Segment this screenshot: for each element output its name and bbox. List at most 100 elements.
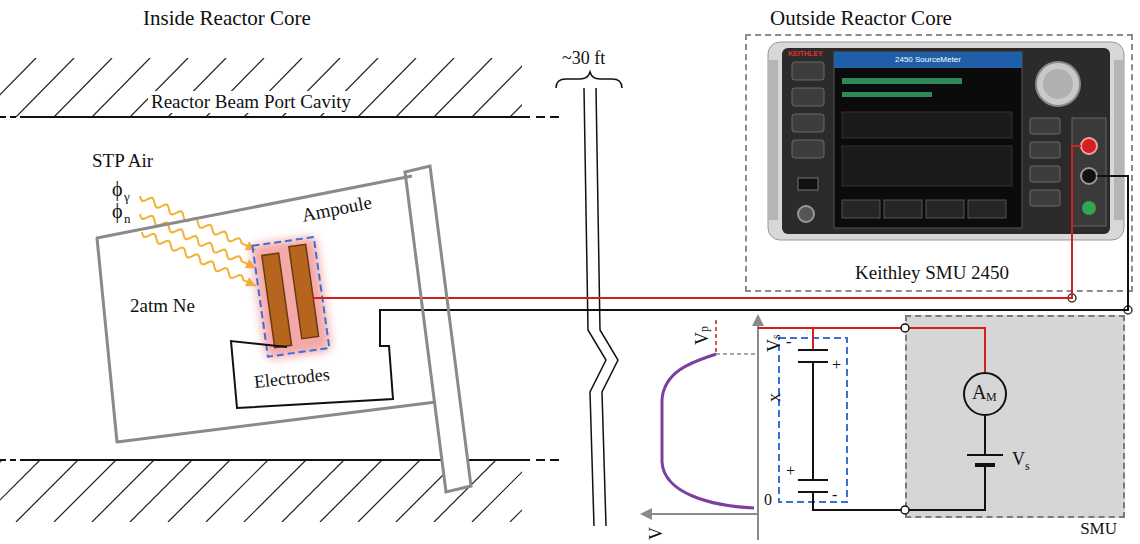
sheath-capacitor <box>758 328 905 510</box>
smu-box: SMUAM <box>905 315 1125 518</box>
flux-subscript: γ <box>124 190 130 205</box>
hatch-line <box>0 460 2 522</box>
terminal-dot <box>901 506 909 514</box>
ampoule-vessel-shapes <box>97 166 471 492</box>
electrode-assembly-shapes <box>231 236 400 408</box>
hatch-line <box>472 460 522 522</box>
front-button <box>1030 142 1060 158</box>
gas-label: 2atm Ne <box>130 295 195 317</box>
flux-arrowhead <box>245 277 256 286</box>
potential-guide <box>715 320 717 354</box>
electrode-plate <box>289 244 319 338</box>
front-button <box>792 88 824 106</box>
cavity-wall <box>20 116 530 118</box>
signal-wire <box>400 292 1072 298</box>
front-button <box>792 62 824 80</box>
ground-wire <box>400 292 1128 310</box>
instrument-frame <box>768 42 1124 240</box>
display-softkey <box>968 200 1006 218</box>
front-button <box>1030 118 1060 134</box>
ampoule-vessel: Ampoule2atm NeElectrodes <box>88 158 480 500</box>
smu-label: SMU <box>1080 519 1117 539</box>
terminal-panel <box>1072 118 1106 226</box>
hatch-line <box>92 58 150 117</box>
battery-plate <box>967 454 1003 456</box>
medium-label: STP Air <box>92 150 153 172</box>
flux-subscript: n <box>124 212 131 227</box>
hatch-line <box>54 58 112 117</box>
source-voltage-symbol: V <box>764 339 785 352</box>
sheath-outline <box>252 237 329 357</box>
flux-symbol: ϕ <box>112 200 123 223</box>
axis-label: V <box>646 527 667 540</box>
distance-label: ~30 ft <box>562 48 605 69</box>
part-label: Electrodes <box>253 364 331 393</box>
hatch-line <box>16 58 74 117</box>
region-heading: Outside Reactor Core <box>770 6 952 30</box>
hatch-line <box>206 58 264 117</box>
axis-line <box>650 513 758 515</box>
cavity-wall-dashes <box>0 459 16 461</box>
hatch-line <box>168 460 230 522</box>
wall-hatching <box>0 58 522 117</box>
power-button <box>798 206 814 222</box>
display-softkey <box>842 200 880 218</box>
ground-wire <box>1097 176 1128 292</box>
potential-guide <box>716 353 756 355</box>
axis-line <box>757 324 759 540</box>
hatch-line <box>54 460 116 522</box>
cavity-wall-dashes <box>536 459 562 461</box>
force-lo-terminal <box>1081 168 1097 184</box>
hatch-line <box>0 58 36 117</box>
hatch-line <box>0 460 40 522</box>
polarity-sign: - <box>832 486 837 504</box>
display-reading <box>842 92 932 97</box>
instrument-grip <box>1114 60 1124 220</box>
cavity-wall-dashes <box>0 116 16 118</box>
control-knob <box>1036 62 1080 106</box>
front-button <box>1030 166 1060 182</box>
electrode-holder <box>231 310 400 408</box>
polarity-sign: - <box>786 333 791 351</box>
hatch-line <box>282 58 340 117</box>
display-panel <box>842 146 1012 186</box>
flux-wave <box>142 232 256 286</box>
signal-wire <box>905 328 985 373</box>
flange-fill <box>405 166 471 492</box>
hatch-line <box>16 460 78 522</box>
terminal-dot <box>901 324 909 332</box>
axis-origin: 0 <box>764 491 772 509</box>
instrument-grip <box>768 60 778 220</box>
hatch-line <box>244 58 302 117</box>
circuit-wire <box>905 415 985 510</box>
hatch-line <box>130 460 192 522</box>
sheath-plot <box>640 314 764 540</box>
usb-port <box>798 178 818 190</box>
hatch-line <box>130 58 188 117</box>
hatch-line <box>168 58 226 117</box>
source-voltage-subscript: s <box>770 334 784 339</box>
hatch-line <box>320 460 382 522</box>
signal-wire <box>1072 146 1081 292</box>
chassis-terminal <box>1082 201 1096 215</box>
hatch-line <box>282 460 344 522</box>
instrument-box: Keithley SMU 2450 <box>745 34 1133 292</box>
hatch-line <box>472 58 522 117</box>
cavity-label: Reactor Beam Port Cavity <box>148 91 354 113</box>
front-button <box>792 114 824 132</box>
capacitor-symbol <box>798 350 905 510</box>
ammeter-symbol-shapes <box>964 373 1006 415</box>
hatch-line <box>358 460 420 522</box>
ampoule-flange <box>405 166 471 492</box>
smu-box-drawing <box>905 315 1125 518</box>
region-heading: Inside Reactor Core <box>143 6 311 30</box>
hatch-line <box>510 460 522 522</box>
axis-label: x <box>764 393 785 402</box>
display-softkey <box>926 200 964 218</box>
front-button <box>792 140 824 158</box>
display-title-bar <box>834 52 1022 68</box>
force-hi-terminal <box>1081 138 1097 154</box>
hatch-line <box>244 460 306 522</box>
polarity-sign: + <box>832 356 841 374</box>
